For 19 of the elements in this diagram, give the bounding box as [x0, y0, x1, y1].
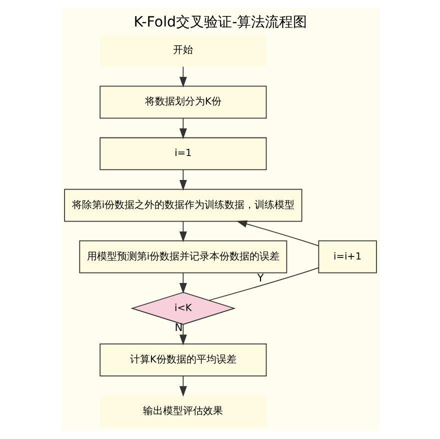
node-box: 将除第i份数据之外的数据作为训练数据，训练模型 — [64, 188, 302, 222]
node-box: 用模型预测第i份数据并记录本份数据的误差 — [78, 240, 287, 274]
arrow — [178, 376, 186, 397]
node-box: i=1 — [99, 137, 266, 170]
connector — [208, 267, 318, 301]
arrow — [178, 66, 186, 88]
arrow — [178, 220, 186, 242]
node-box: 计算K份数据的平均误差 — [99, 343, 266, 376]
node-box: i=i+1 — [318, 240, 376, 274]
arrow — [178, 324, 186, 346]
node-box: 输出模型评估效果 — [100, 395, 266, 428]
arrow — [178, 272, 186, 294]
node-box: 将数据划分为K份 — [99, 86, 266, 119]
arrow — [178, 169, 186, 191]
arrow — [236, 220, 318, 246]
edge-label: Y — [256, 272, 264, 285]
arrow — [178, 118, 186, 140]
diagram-title: K-Fold交叉验证-算法流程图 — [133, 14, 307, 30]
node-box: 开始 — [100, 34, 266, 67]
